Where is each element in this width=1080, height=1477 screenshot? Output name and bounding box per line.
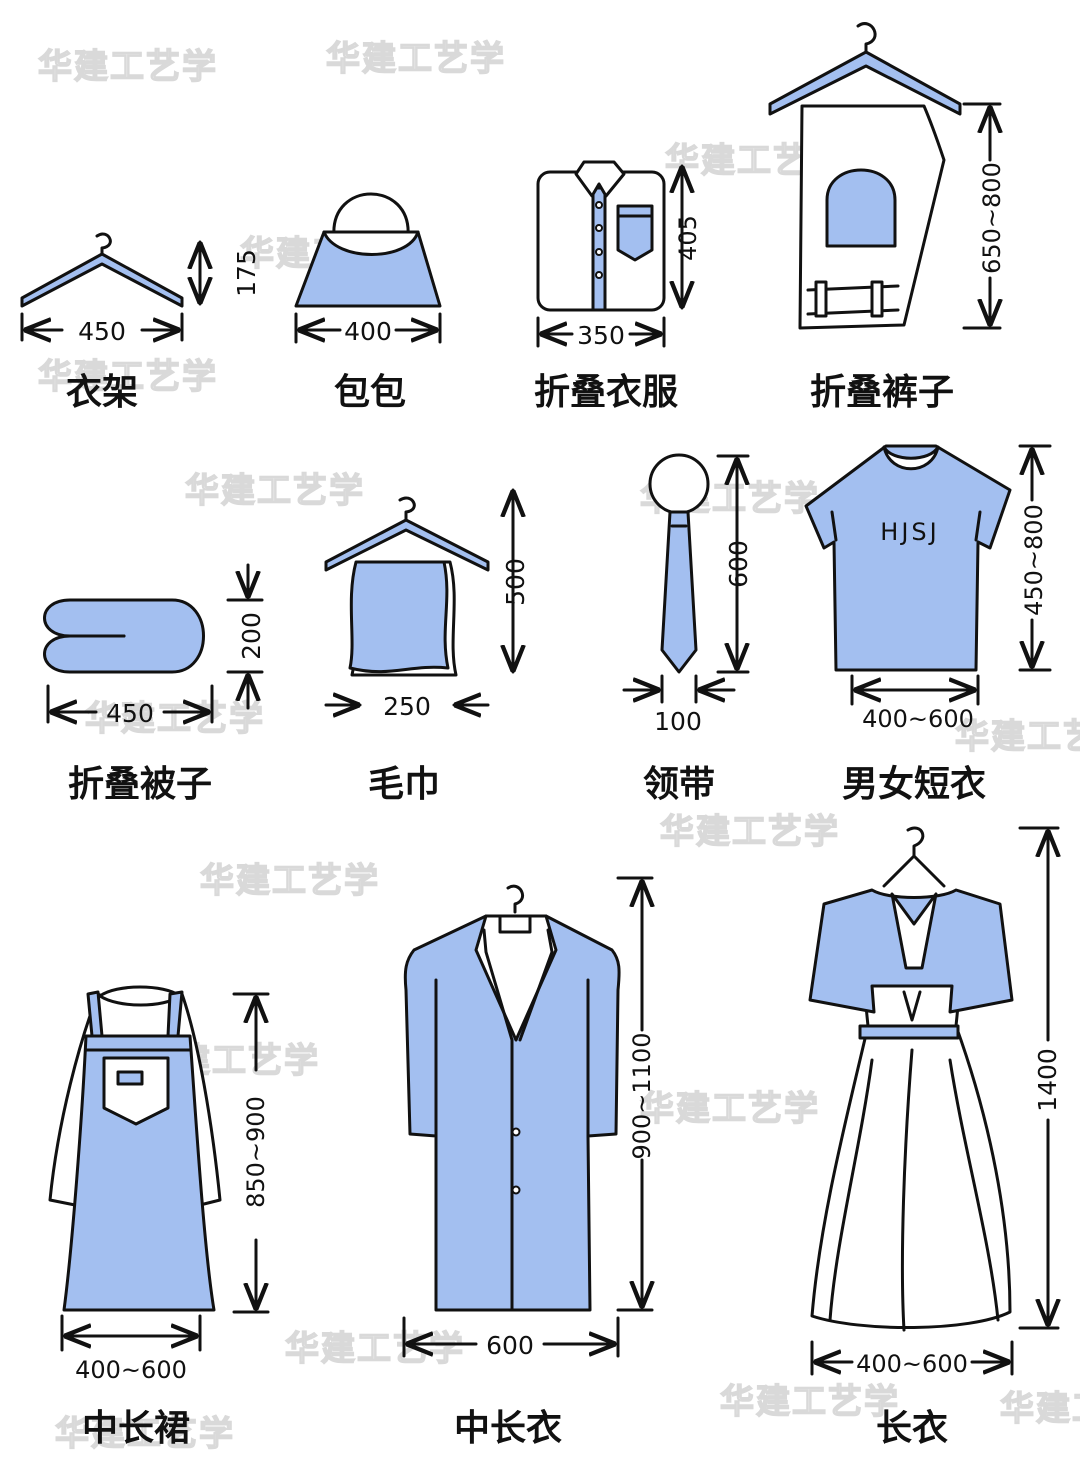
width-label: 400~600 bbox=[75, 1356, 187, 1384]
folded-pants-item: 650~800 折叠裤子 bbox=[768, 22, 1006, 413]
tshirt-item: HJSJ 450~800 400~600 男女短衣 bbox=[804, 444, 1052, 805]
hanger-item: 175 450 衣架 bbox=[20, 232, 261, 413]
height-label: 650~800 bbox=[978, 162, 1006, 274]
folded-quilt-item: 200 450 折叠被子 bbox=[43, 563, 266, 805]
watermark: 华建工艺学 bbox=[660, 812, 840, 852]
item-label: 领带 bbox=[643, 764, 715, 805]
item-label: 男女短衣 bbox=[842, 764, 986, 805]
watermark: 华建工艺学 bbox=[1000, 1389, 1080, 1429]
shirt-icon bbox=[536, 160, 666, 312]
watermark: 华建工艺学 bbox=[955, 717, 1080, 757]
height-label: 600 bbox=[724, 540, 753, 588]
watermark: 华建工艺学 bbox=[55, 1414, 235, 1454]
width-label: 600 bbox=[486, 1331, 534, 1360]
item-label: 中长衣 bbox=[454, 1408, 562, 1449]
long-dress-icon bbox=[808, 826, 1014, 1332]
shirt-print: HJSJ bbox=[880, 518, 939, 546]
watermark: 华建工艺学 bbox=[38, 357, 218, 397]
bag-item: 400 包包 bbox=[294, 192, 442, 413]
height-label: 450~800 bbox=[1020, 504, 1048, 616]
towel-icon bbox=[324, 496, 490, 677]
item-label: 折叠被子 bbox=[68, 764, 212, 805]
height-label: 850~900 bbox=[242, 1096, 270, 1208]
coat-icon bbox=[403, 884, 621, 1312]
watermark: 华建工艺学 bbox=[326, 39, 506, 79]
item-label: 衣架 bbox=[66, 372, 138, 413]
tshirt-icon: HJSJ bbox=[804, 444, 1012, 672]
width-label: 400~600 bbox=[862, 705, 974, 733]
pants-icon bbox=[768, 22, 962, 330]
width-label: 100 bbox=[654, 707, 702, 736]
item-label: 折叠裤子 bbox=[810, 372, 954, 413]
watermark: 华建工艺学 bbox=[285, 1329, 465, 1369]
height-label: 1400 bbox=[1033, 1048, 1062, 1112]
item-label: 折叠衣服 bbox=[534, 372, 678, 413]
item-label: 包包 bbox=[334, 372, 406, 413]
tie-icon bbox=[648, 453, 710, 674]
width-label: 350 bbox=[577, 321, 625, 350]
bag-icon bbox=[294, 192, 442, 308]
coat-item: 900~1100 600 中长衣 bbox=[402, 876, 656, 1449]
width-label: 450 bbox=[106, 699, 154, 728]
pinafore-dress-item: 850~900 400~600 中长裙 bbox=[48, 985, 270, 1449]
width-label: 450 bbox=[78, 317, 126, 346]
item-label: 长衣 bbox=[876, 1408, 948, 1449]
folded-shirt-item: 405 350 折叠衣服 bbox=[534, 160, 702, 413]
item-label: 中长裙 bbox=[82, 1408, 190, 1449]
height-label: 200 bbox=[237, 612, 266, 660]
quilt-icon bbox=[43, 598, 205, 674]
height-label: 405 bbox=[674, 215, 702, 261]
watermark: 华建工艺学 bbox=[185, 471, 365, 511]
height-label: 175 bbox=[232, 249, 261, 297]
towel-item: 500 250 毛巾 bbox=[324, 488, 530, 805]
long-dress-item: 1400 400~600 长衣 bbox=[808, 826, 1062, 1449]
watermark: 华建工艺学 bbox=[640, 1089, 820, 1129]
width-label: 250 bbox=[383, 692, 431, 721]
watermark: 华建工艺学 bbox=[200, 861, 380, 901]
hanger-icon bbox=[20, 232, 184, 308]
watermark: 华建工艺学 bbox=[720, 1382, 900, 1422]
width-label: 400 bbox=[344, 317, 392, 346]
width-label: 400~600 bbox=[856, 1350, 968, 1378]
height-label: 500 bbox=[501, 558, 530, 606]
watermark: 华建工艺学 bbox=[85, 699, 265, 739]
watermark: 华建工艺学 bbox=[38, 47, 218, 87]
dress-icon bbox=[48, 985, 222, 1312]
tie-item: 600 100 领带 bbox=[622, 453, 753, 805]
height-label: 900~1100 bbox=[628, 1033, 656, 1160]
item-label: 毛巾 bbox=[368, 764, 440, 805]
